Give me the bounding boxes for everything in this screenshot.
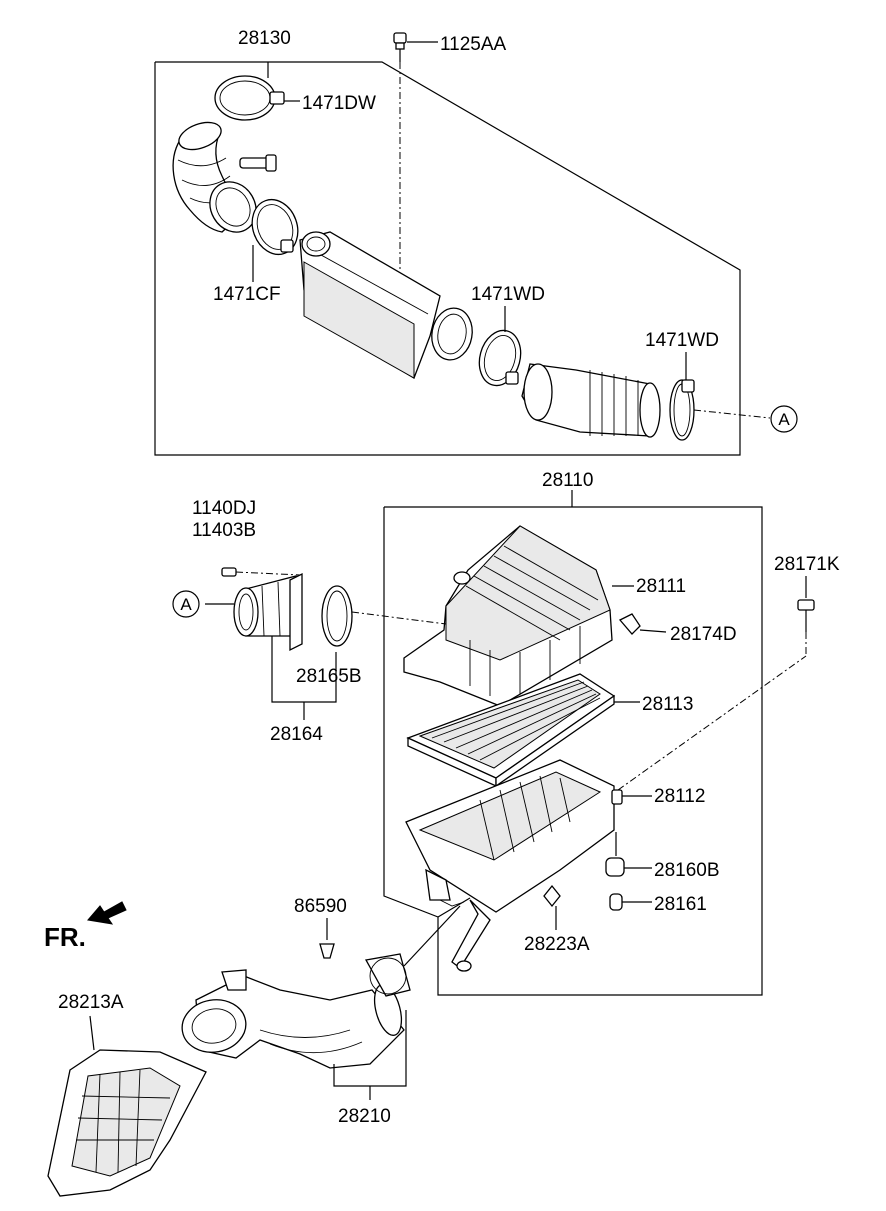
front-marker-label: FR. (44, 922, 86, 952)
air-cleaner-cover-drawing (351, 525, 634, 707)
plug-28161-drawing (609, 893, 652, 911)
label-11403B: 11403B (192, 520, 256, 541)
clamp-1471DW-drawing (214, 75, 300, 121)
label-28165B: 28165B (296, 666, 362, 687)
resonator-drawing (299, 231, 473, 379)
label-28110: 28110 (542, 470, 593, 491)
label-1471WD-a: 1471WD (471, 284, 545, 305)
label-1140DJ: 1140DJ (192, 498, 256, 519)
label-28171K: 28171K (774, 554, 840, 575)
filter-element-drawing (406, 673, 640, 788)
front-direction-arrow-icon (87, 901, 127, 925)
bolt-28171K-drawing (797, 576, 815, 656)
label-28130: 28130 (238, 28, 291, 49)
maf-sensor-drawing (205, 567, 337, 720)
air-cleaner-case-drawing (405, 655, 807, 972)
label-28164: 28164 (270, 724, 323, 745)
label-28160B: 28160B (654, 860, 720, 881)
grommet-28160B-drawing (605, 832, 652, 877)
label-1471WD-b: 1471WD (645, 330, 719, 351)
label-1471DW: 1471DW (302, 93, 376, 114)
connector-a-right: A (770, 405, 798, 433)
label-1471CF: 1471CF (213, 284, 281, 305)
label-28161: 28161 (654, 894, 707, 915)
elbow-hose-drawing (172, 121, 277, 233)
label-28113: 28113 (642, 694, 693, 715)
connector-a-left: A (172, 590, 200, 618)
inlet-duct-drawing (181, 905, 461, 1100)
clip-28223A-drawing (543, 884, 561, 930)
label-28112: 28112 (654, 786, 705, 807)
gasket-28165B-drawing (321, 585, 353, 647)
clamp-1471WD-a-drawing (478, 306, 522, 387)
label-28213A: 28213A (58, 992, 124, 1013)
label-1125AA: 1125AA (440, 34, 507, 55)
air-guide-28213A-drawing (47, 1015, 207, 1197)
clamp-1471CF-drawing (251, 198, 299, 282)
label-28174D: 28174D (670, 624, 737, 645)
bolt-1125AA-drawing (393, 32, 438, 270)
clip-28174D-drawing (618, 613, 667, 635)
label-28223A: 28223A (524, 934, 590, 955)
intake-duct-group-outline (154, 61, 741, 456)
clamp-1471WD-b-drawing (669, 352, 771, 441)
connector-a-right-letter: A (778, 410, 790, 429)
label-86590: 86590 (294, 896, 347, 917)
air-cleaner-group-outline (383, 490, 763, 996)
connector-a-left-letter: A (180, 595, 192, 614)
label-28111: 28111 (636, 576, 686, 597)
corrugated-hose-drawing (521, 363, 661, 438)
label-28210: 28210 (338, 1106, 391, 1127)
clip-86590-drawing (319, 918, 335, 959)
